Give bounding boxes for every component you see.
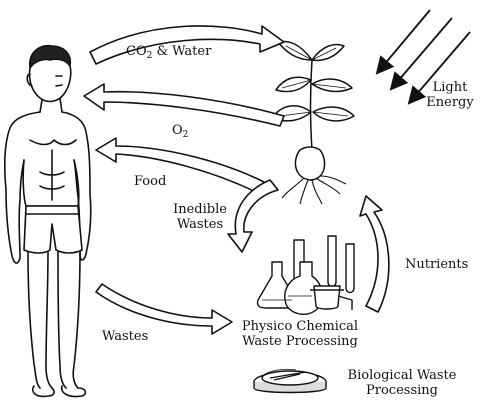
inedible-wastes-label: Inedible Wastes xyxy=(160,202,240,232)
nutrients-label: Nutrients xyxy=(405,257,469,272)
biological-waste-label: Biological Waste Processing xyxy=(332,368,472,398)
biological-waste-line2: Processing xyxy=(366,383,438,398)
lab-glassware xyxy=(256,235,355,315)
co2-water-label: CO2 & Water xyxy=(126,44,212,61)
inedible-wastes-line2: Wastes xyxy=(176,217,224,232)
food-label: Food xyxy=(134,174,167,189)
light-energy-label: Light Energy xyxy=(422,80,478,110)
light-energy-line1: Light xyxy=(432,80,468,95)
light-rays xyxy=(375,9,471,105)
physico-chemical-line1: Physico Chemical xyxy=(241,319,359,334)
inedible-wastes-line1: Inedible xyxy=(173,202,227,217)
plant xyxy=(271,40,355,205)
co2-water-arrow xyxy=(89,25,285,65)
biological-waste-line1: Biological Waste xyxy=(347,368,457,383)
light-energy-line2: Energy xyxy=(426,95,474,110)
wastes-label: Wastes xyxy=(102,329,149,344)
o2-arrow xyxy=(83,83,285,127)
physico-chemical-line2: Waste Processing xyxy=(242,334,358,349)
food-arrow xyxy=(95,137,265,193)
human-figure xyxy=(4,44,92,398)
nutrients-arrow xyxy=(359,195,390,313)
o2-label: O2 xyxy=(172,123,189,140)
physico-chemical-label: Physico Chemical Waste Processing xyxy=(232,319,368,349)
petri-dish xyxy=(253,368,327,394)
inedible-wastes-arrow xyxy=(227,179,279,253)
cycle-arrows xyxy=(83,25,390,335)
wastes-arrow xyxy=(95,283,233,335)
